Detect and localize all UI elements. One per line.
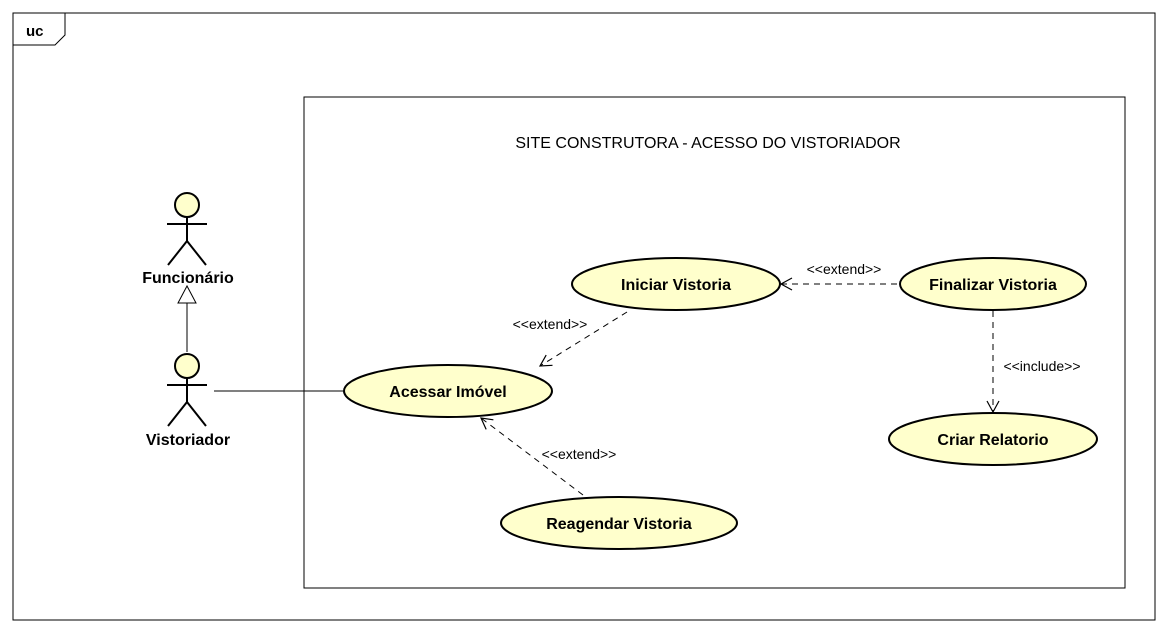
actor-vistoriador-label: Vistoriador [146,432,230,449]
actor-funcionario-label: Funcionário [142,270,234,287]
actor-vistoriador[interactable]: Vistoriador [146,353,230,449]
label-finalizar-criar: <<include>> [1003,358,1080,374]
system-boundary [303,96,1126,589]
use-case-reagendar-vistoria[interactable]: Reagendar Vistoria [500,496,738,550]
use-case-acessar-imovel-label: Acessar Imóvel [389,384,506,401]
use-case-criar-relatorio[interactable]: Criar Relatorio [888,412,1098,466]
actor-funcionario-head [174,192,200,218]
system-title: SITE CONSTRUTORA - ACESSO DO VISTORIADOR [515,135,900,152]
use-case-finalizar-vistoria[interactable]: Finalizar Vistoria [899,257,1087,311]
actor-vistoriador-head [174,353,200,379]
label-iniciar-acessar: <<extend>> [513,316,588,332]
frame-tag: uc [26,23,44,40]
generalization-vistoriador-funcionario [177,284,197,352]
label-finalizar-iniciar: <<extend>> [807,261,882,277]
label-reagendar-acessar: <<extend>> [542,446,617,462]
use-case-iniciar-vistoria[interactable]: Iniciar Vistoria [571,257,781,311]
use-case-reagendar-vistoria-label: Reagendar Vistoria [546,516,692,533]
actor-funcionario[interactable]: Funcionário [142,192,234,287]
frame-tag-box [13,13,66,46]
use-case-acessar-imovel[interactable]: Acessar Imóvel [343,364,553,418]
use-case-finalizar-vistoria-label: Finalizar Vistoria [929,277,1057,294]
use-case-criar-relatorio-label: Criar Relatorio [937,432,1048,449]
use-case-iniciar-vistoria-label: Iniciar Vistoria [621,277,731,294]
